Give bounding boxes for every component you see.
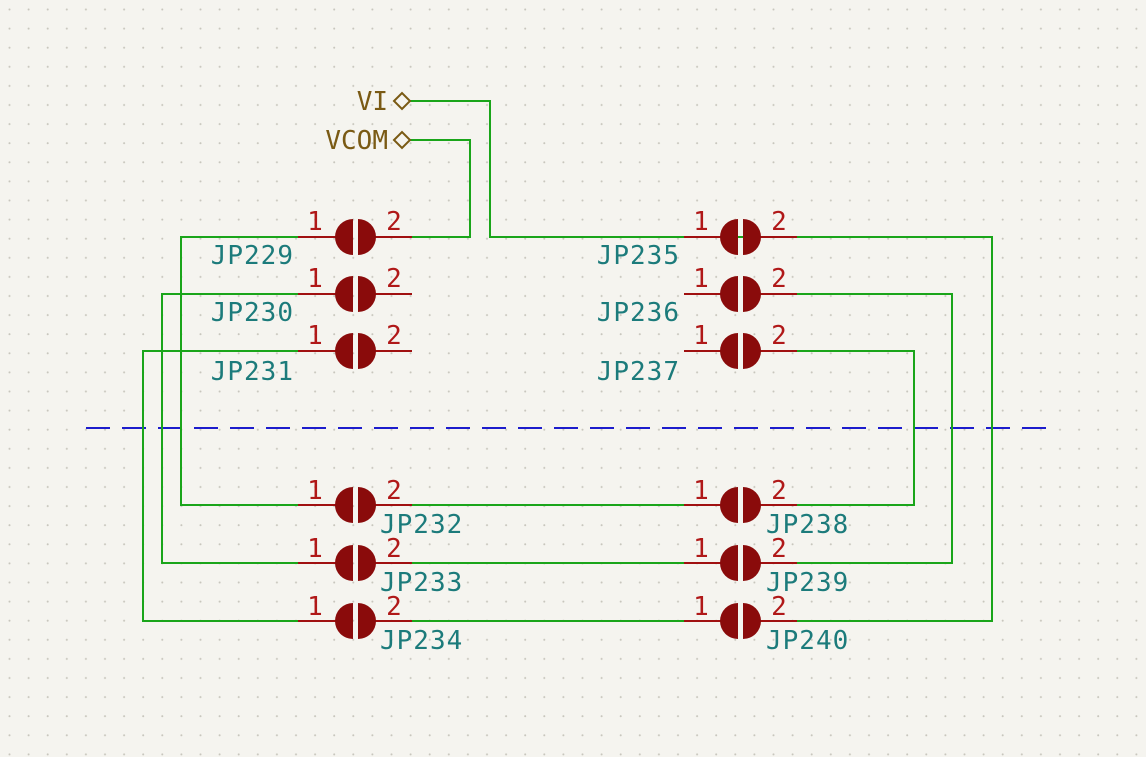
solder-pad-left-icon — [335, 219, 353, 255]
pin-2-number: 2 — [771, 264, 787, 294]
solder-pad-left-icon — [335, 545, 353, 581]
pin-2-number: 2 — [386, 592, 402, 622]
solder-pad-left-icon — [720, 603, 738, 639]
solder-pad-left-icon — [335, 603, 353, 639]
solder-pad-right-icon — [743, 333, 761, 369]
wire-jp230-jp233[interactable] — [161, 293, 336, 564]
reference-designator: JP240 — [766, 626, 849, 656]
jumper-jp238[interactable]: 1 2 JP238 — [684, 476, 849, 540]
solder-pad-left-icon — [720, 545, 738, 581]
pin-1-number: 1 — [693, 592, 709, 622]
jumper-jp235[interactable]: 1 2 JP235 — [597, 207, 797, 271]
reference-designator: JP232 — [380, 510, 463, 540]
solder-pad-right-icon — [743, 487, 761, 523]
wire-jp229-jp232[interactable] — [180, 236, 336, 506]
pin-1-number: 1 — [307, 321, 323, 351]
net-label-vi[interactable]: VI — [357, 87, 412, 117]
pin-1-number: 1 — [693, 321, 709, 351]
pin-1-number: 1 — [307, 207, 323, 237]
wires — [142, 100, 993, 622]
jumper-jp237[interactable]: 1 2 JP237 — [597, 321, 797, 387]
jumper-jp229[interactable]: 1 2 JP229 — [211, 207, 412, 271]
solder-pad-right-icon — [743, 219, 761, 255]
reference-designator: JP237 — [597, 357, 680, 387]
pin-2-number: 2 — [386, 476, 402, 506]
solder-pad-left-icon — [720, 333, 738, 369]
jumper-jp233[interactable]: 1 2 JP233 — [298, 534, 463, 598]
net-label-vcom-text: VCOM — [325, 126, 388, 156]
pin-1-number: 1 — [307, 592, 323, 622]
pin-1-number: 1 — [307, 264, 323, 294]
solder-pad-right-icon — [358, 545, 376, 581]
pin-1-number: 1 — [693, 534, 709, 564]
wire-vcom[interactable] — [375, 139, 471, 238]
wire-jp236-jp239[interactable] — [760, 293, 953, 564]
solder-pad-left-icon — [335, 276, 353, 312]
reference-designator: JP229 — [211, 241, 294, 271]
reference-designator: JP233 — [380, 568, 463, 598]
reference-designator: JP230 — [211, 298, 294, 328]
jumpers: 1 2 JP229 1 2 JP230 1 2 JP231 — [211, 207, 849, 656]
pin-1-number: 1 — [307, 534, 323, 564]
solder-pad-left-icon — [335, 487, 353, 523]
pin-2-number: 2 — [771, 476, 787, 506]
jumper-jp239[interactable]: 1 2 JP239 — [684, 534, 849, 598]
solder-pad-right-icon — [743, 276, 761, 312]
wire-jp237-jp238[interactable] — [760, 350, 915, 506]
solder-pad-right-icon — [358, 603, 376, 639]
reference-designator: JP236 — [597, 298, 680, 328]
port-diamond-icon — [392, 130, 412, 150]
solder-pad-left-icon — [720, 276, 738, 312]
wire-jp231-jp234[interactable] — [142, 350, 336, 622]
jumper-jp232[interactable]: 1 2 JP232 — [298, 476, 463, 540]
solder-pad-left-icon — [720, 487, 738, 523]
pin-2-number: 2 — [386, 321, 402, 351]
pin-2-number: 2 — [771, 321, 787, 351]
jumper-jp236[interactable]: 1 2 JP236 — [597, 264, 797, 328]
jumper-jp231[interactable]: 1 2 JP231 — [211, 321, 412, 387]
solder-pad-left-icon — [720, 219, 738, 255]
reference-designator: JP239 — [766, 568, 849, 598]
pin-1-number: 1 — [693, 476, 709, 506]
pin-1-number: 1 — [693, 264, 709, 294]
reference-designator: JP234 — [380, 626, 463, 656]
jumper-jp234[interactable]: 1 2 JP234 — [298, 592, 463, 656]
solder-pad-right-icon — [743, 603, 761, 639]
pin-2-number: 2 — [771, 534, 787, 564]
reference-designator: JP238 — [766, 510, 849, 540]
net-label-vi-text: VI — [357, 87, 388, 117]
pin-2-number: 2 — [386, 207, 402, 237]
pin-2-number: 2 — [386, 264, 402, 294]
pin-2-number: 2 — [386, 534, 402, 564]
pin-1-number: 1 — [307, 476, 323, 506]
solder-pad-right-icon — [743, 545, 761, 581]
solder-pad-right-icon — [358, 333, 376, 369]
solder-pad-right-icon — [358, 276, 376, 312]
net-label-vcom[interactable]: VCOM — [325, 126, 412, 156]
solder-pad-right-icon — [358, 219, 376, 255]
pin-2-number: 2 — [771, 207, 787, 237]
reference-designator: JP231 — [211, 357, 294, 387]
jumper-jp240[interactable]: 1 2 JP240 — [684, 592, 849, 656]
reference-designator: JP235 — [597, 241, 680, 271]
wire-vi[interactable] — [410, 100, 993, 622]
pin-2-number: 2 — [771, 592, 787, 622]
solder-pad-left-icon — [335, 333, 353, 369]
jumper-jp230[interactable]: 1 2 JP230 — [211, 264, 412, 328]
port-diamond-icon — [392, 91, 412, 111]
solder-pad-right-icon — [358, 487, 376, 523]
pin-1-number: 1 — [693, 207, 709, 237]
